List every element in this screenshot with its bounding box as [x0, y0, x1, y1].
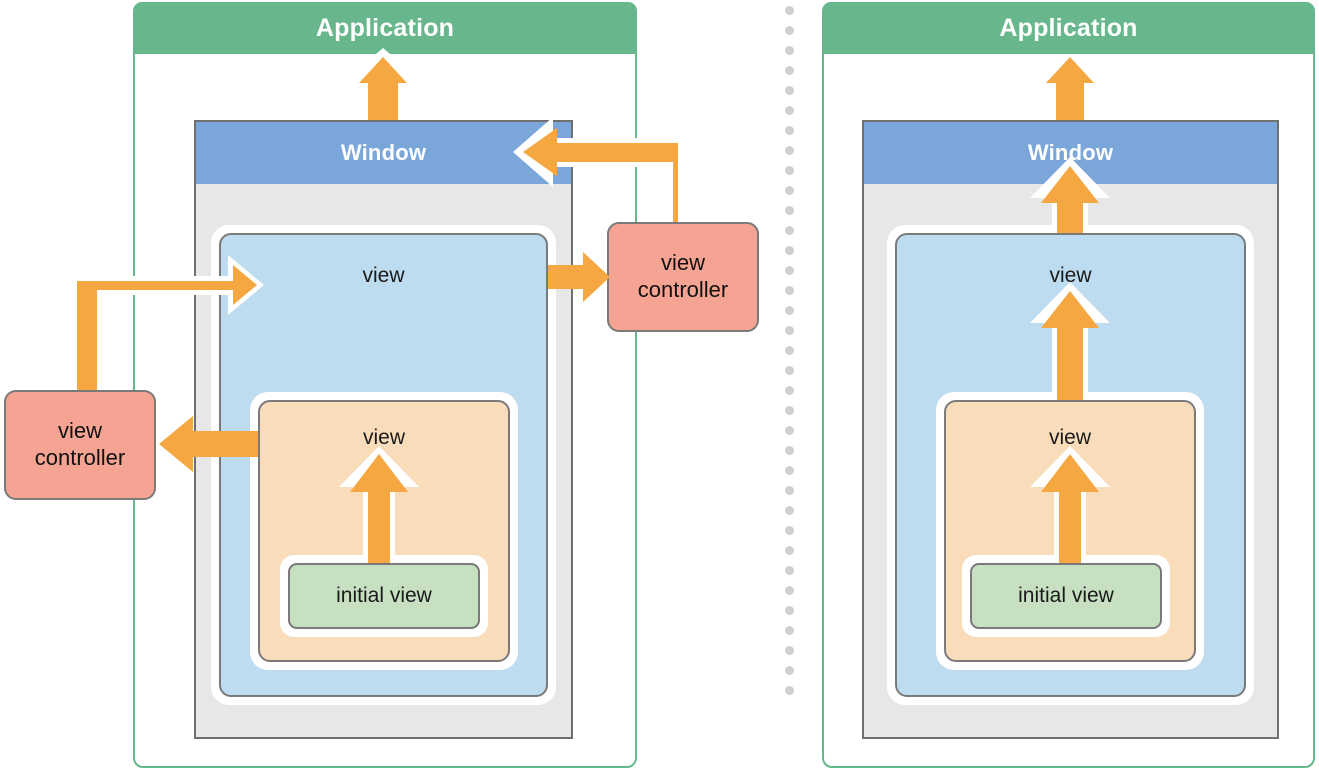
divider-dot — [785, 606, 794, 615]
divider-dot — [785, 666, 794, 675]
panel-divider — [785, 6, 794, 771]
right-window-title-bar: Window — [864, 122, 1277, 184]
left-initial-view: initial view — [288, 563, 480, 629]
left-view-controller-label-line2: controller — [34, 445, 126, 470]
divider-dot — [785, 586, 794, 595]
divider-dot — [785, 6, 794, 15]
divider-dot — [785, 486, 794, 495]
left-panel-upper-view-controller: view controller — [607, 222, 759, 332]
divider-dot — [785, 46, 794, 55]
divider-dot — [785, 566, 794, 575]
left-application-label: Application — [315, 13, 455, 42]
right-application-label: Application — [999, 13, 1138, 42]
divider-dot — [785, 626, 794, 635]
divider-dot — [785, 466, 794, 475]
divider-dot — [785, 426, 794, 435]
divider-dot — [785, 366, 794, 375]
divider-dot — [785, 686, 794, 695]
left-outer-view-label: view — [362, 264, 405, 287]
divider-dot — [785, 526, 794, 535]
divider-dot — [785, 166, 794, 175]
divider-dot — [785, 646, 794, 655]
upper-view-controller-label-line2: controller — [637, 277, 729, 302]
left-initial-view-label: initial view — [336, 584, 432, 607]
divider-dot — [785, 26, 794, 35]
divider-dot — [785, 406, 794, 415]
divider-dot — [785, 126, 794, 135]
divider-dot — [785, 326, 794, 335]
left-view-controller: view controller — [4, 390, 156, 500]
left-window-label: Window — [340, 140, 427, 165]
divider-dot — [785, 346, 794, 355]
right-application-header: Application — [822, 2, 1315, 54]
divider-dot — [785, 106, 794, 115]
divider-dot — [785, 186, 794, 195]
right-initial-view: initial view — [970, 563, 1162, 629]
right-outer-view-label: view — [1049, 264, 1092, 287]
divider-dot — [785, 66, 794, 75]
left-inner-view-label: view — [362, 426, 405, 449]
divider-dot — [785, 306, 794, 315]
divider-dot — [785, 266, 794, 275]
divider-dot — [785, 386, 794, 395]
right-inner-view-label: view — [1048, 426, 1091, 449]
divider-dot — [785, 506, 794, 515]
left-application-header: Application — [133, 2, 637, 54]
divider-dot — [785, 246, 794, 255]
right-initial-view-label: initial view — [1018, 584, 1114, 607]
divider-dot — [785, 146, 794, 155]
upper-view-controller-label-line1: view — [660, 250, 705, 276]
divider-dot — [785, 86, 794, 95]
left-window-title-bar: Window — [196, 122, 571, 184]
divider-dot — [785, 286, 794, 295]
divider-dot — [785, 446, 794, 455]
right-window-label: Window — [1027, 140, 1114, 165]
left-view-controller-label-line1: view — [57, 418, 102, 444]
divider-dot — [785, 546, 794, 555]
divider-dot — [785, 206, 794, 215]
divider-dot — [785, 226, 794, 235]
